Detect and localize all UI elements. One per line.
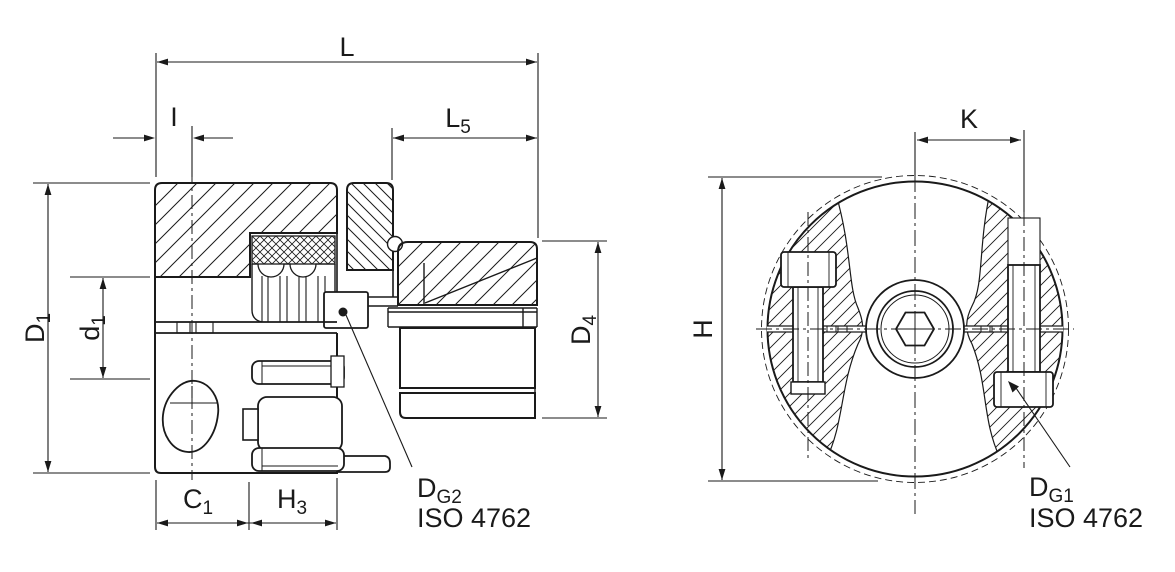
section-view — [154, 170, 538, 480]
leader-dg2 — [338, 307, 413, 468]
screw-bore-teardrop — [161, 380, 220, 453]
dim-L — [155, 53, 539, 238]
dim-C1-H3 — [155, 478, 338, 530]
dg2-label: DG2 — [417, 473, 462, 508]
end-view — [756, 175, 1074, 514]
dim-I-label: I — [170, 102, 178, 132]
left-hub-top-block — [154, 182, 338, 278]
dim-D1-label: D1 — [20, 313, 55, 343]
dim-I — [113, 126, 233, 177]
dg1-label: DG1 — [1029, 472, 1074, 507]
jaw-block — [346, 182, 394, 271]
svg-text:D1: D1 — [20, 313, 55, 343]
dim-K — [914, 130, 1025, 212]
leader-dg1 — [1008, 381, 1071, 468]
right-clamp-screw — [993, 212, 1054, 468]
dim-L5 — [391, 128, 537, 180]
dimensions — [33, 53, 1071, 530]
dim-D1 — [33, 182, 150, 474]
dim-H-label: H — [688, 319, 718, 339]
svg-text:d1: d1 — [75, 315, 110, 341]
svg-text:H: H — [688, 319, 718, 339]
dim-L-label: L — [339, 32, 354, 62]
dim-L5-label: L5 — [445, 103, 471, 138]
dim-D4-label: D4 — [566, 315, 601, 346]
dim-d1-label: d1 — [75, 315, 110, 341]
labels: L I L5 D1 d1 D4 C1 H3 K H DG2 ISO 4762 D… — [20, 32, 1143, 533]
dim-H — [708, 176, 882, 482]
dim-H3-label: H3 — [277, 484, 307, 519]
dim-C1-label: C1 — [183, 484, 213, 519]
dg2-iso-label: ISO 4762 — [417, 503, 531, 533]
dim-K-label: K — [960, 104, 978, 134]
svg-text:D4: D4 — [566, 315, 601, 346]
left-hub-lower — [154, 277, 391, 474]
elastomer-insert — [251, 235, 336, 323]
jaw-arm — [368, 270, 398, 307]
flange — [397, 241, 538, 306]
dim-D4 — [542, 240, 607, 419]
taper-bore-line — [424, 257, 538, 304]
left-clamp-screw — [780, 212, 837, 462]
dg1-iso-label: ISO 4762 — [1029, 503, 1143, 533]
sleeve — [387, 307, 538, 419]
dim-d1 — [70, 276, 150, 380]
